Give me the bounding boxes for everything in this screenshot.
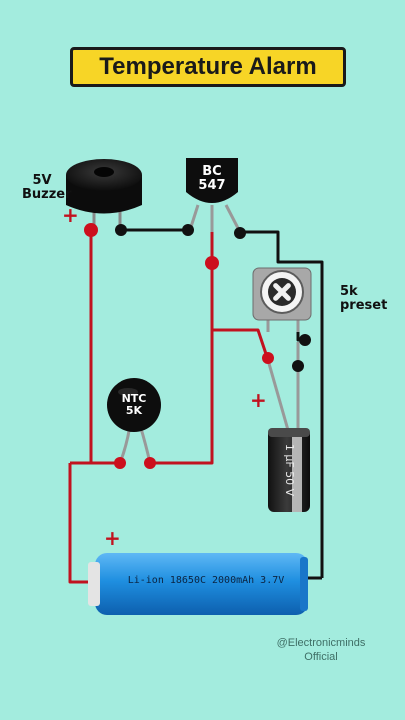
buzzer-name-label: Buzzer [22,187,72,202]
node-emitter [205,256,219,270]
watermark-line2: Official [304,651,338,663]
ntc-label: NTC 5K [112,393,156,417]
wire-emitter-to-ntc [150,232,214,465]
battery-label: Li-ion 18650C 2000mAh 3.7V [127,575,285,586]
capacitor [266,342,310,512]
preset-label: 5k preset [340,285,387,313]
wire-battery-plus [68,463,95,584]
junction-nodes [84,223,311,469]
buzzer-plus-sign: + [62,203,79,227]
node-buzzer-minus [115,224,127,236]
black-wires [121,228,324,580]
preset [252,267,312,332]
node-cap-right [292,360,304,372]
capacitor-plus-sign: + [250,388,267,412]
preset-name-label: preset [340,298,388,313]
page-title: Temperature Alarm [99,53,317,80]
red-wires [68,230,270,584]
transistor-label: BC 547 [190,165,234,193]
ntc-label-line1: NTC [121,392,147,405]
battery [88,553,308,615]
title-box: Temperature Alarm [70,47,346,87]
transistor-label-line2: 547 [198,178,226,193]
capacitor-label: 1 μF 50 V [283,443,296,497]
wire-emitter-to-cap [212,328,270,361]
node-base [234,227,246,239]
wire-base-to-preset [240,230,324,578]
node-buzzer-plus [84,223,98,237]
preset-value-label: 5k [340,284,358,299]
transistor-label-line1: BC [202,164,222,179]
ntc-label-line2: 5K [125,404,143,417]
ntc-thermistor [107,378,161,464]
buzzer-voltage-label: 5V [32,173,52,188]
battery-plus-sign: + [104,526,121,550]
node-collector [182,224,194,236]
node-ntc-left [114,457,126,469]
node-preset-left [262,352,274,364]
watermark: @Electronicminds Official [262,636,380,664]
buzzer-label: 5V Buzzer [22,173,72,202]
buzzer [66,159,142,230]
node-ntc-right [144,457,156,469]
watermark-line1: @Electronicminds [276,637,366,649]
node-preset-right [299,334,311,346]
